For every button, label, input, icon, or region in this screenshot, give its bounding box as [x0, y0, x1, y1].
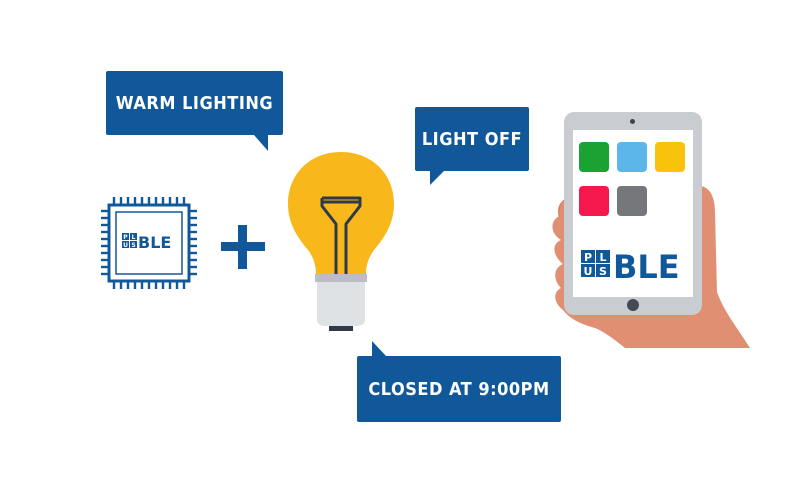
svg-text:BLE: BLE [613, 248, 680, 286]
closed-time-bubble-tail [372, 341, 386, 356]
tablet-home-button[interactable] [627, 299, 639, 311]
svg-text:L: L [599, 251, 606, 264]
light-off-bubble: LIGHT OFF [415, 107, 529, 171]
light-off-label: LIGHT OFF [422, 129, 522, 150]
light-off-bubble-tail [430, 171, 444, 185]
closed-time-bubble: CLOSED AT 9:00PM [357, 356, 561, 422]
yellow-app-icon[interactable] [655, 142, 685, 172]
warm-lighting-label: WARM LIGHTING [116, 93, 273, 114]
tablet-plusble-logo: P L U S BLE [579, 240, 689, 288]
tablet-screen: P L U S BLE [573, 130, 693, 297]
tablet-camera [630, 119, 635, 124]
svg-text:L: L [132, 234, 136, 241]
green-app-icon[interactable] [579, 142, 609, 172]
ble-chip-icon: P L U S BLE [101, 197, 197, 289]
svg-text:S: S [131, 242, 135, 249]
warm-lighting-bubble-tail [254, 135, 268, 151]
svg-text:BLE: BLE [138, 233, 171, 252]
svg-text:U: U [123, 242, 128, 249]
svg-text:U: U [584, 265, 593, 278]
red-app-icon[interactable] [579, 186, 609, 216]
svg-text:P: P [123, 234, 128, 241]
plus-icon [221, 225, 265, 269]
tablet-device: P L U S BLE [564, 112, 702, 315]
svg-text:P: P [584, 251, 592, 264]
lightblue-app-icon[interactable] [617, 142, 647, 172]
gray-app-icon[interactable] [617, 186, 647, 216]
closed-time-label: CLOSED AT 9:00PM [368, 379, 549, 400]
svg-text:S: S [599, 265, 607, 278]
warm-lighting-bubble: WARM LIGHTING [106, 71, 283, 135]
light-bulb-icon [286, 150, 396, 332]
